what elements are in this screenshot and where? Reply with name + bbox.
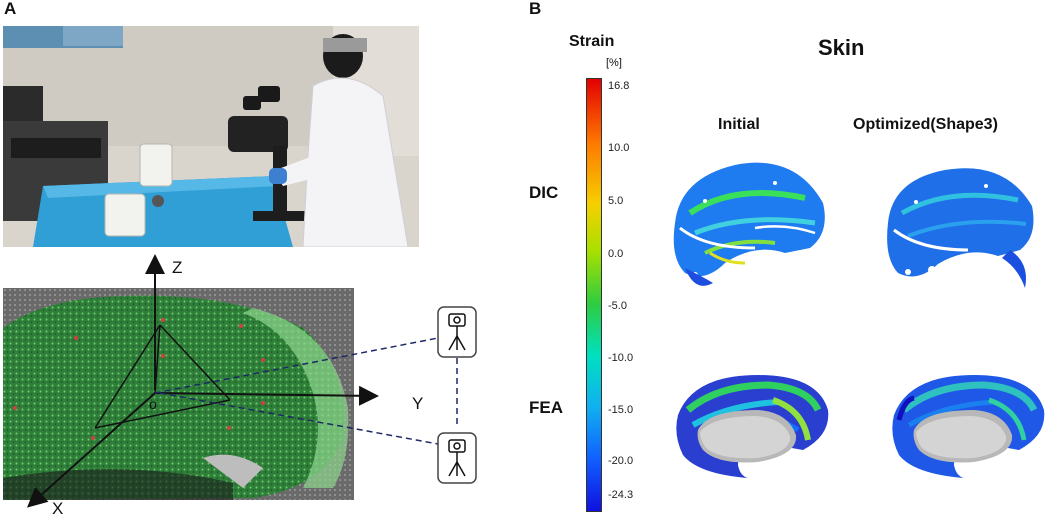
column-label-initial: Initial — [718, 116, 760, 133]
colorbar-title: Strain — [569, 33, 615, 50]
colorbar-tick: 0.0 — [608, 248, 624, 260]
camera-icon — [437, 306, 477, 358]
colorbar-unit: [%] — [606, 57, 622, 69]
colorbar-tick: -20.0 — [608, 455, 634, 467]
colorbar-tick: -24.3 — [608, 489, 634, 501]
colorbar-tick: -10.0 — [608, 352, 634, 364]
colorbar-tick: 16.8 — [608, 80, 630, 92]
strain-colorbar — [586, 78, 602, 512]
axis-origin-label: o — [149, 396, 157, 412]
row-label-dic: DIC — [529, 183, 559, 202]
dic-initial-strain-map — [673, 162, 825, 286]
axis-x-label: X — [52, 499, 64, 518]
row-label-fea: FEA — [529, 398, 563, 417]
column-label-optimized: Optimized(Shape3) — [853, 116, 998, 133]
lab-photo — [3, 26, 419, 247]
skin-title: Skin — [818, 35, 865, 60]
panel-a-label: A — [4, 0, 17, 18]
coordinate-axes — [27, 254, 458, 508]
fea-initial-strain-map — [676, 375, 829, 478]
panel-b-label: B — [529, 0, 542, 18]
camera-icon — [437, 432, 477, 484]
colorbar-tick: -15.0 — [608, 404, 634, 416]
colorbar-tick: 10.0 — [608, 142, 630, 154]
colorbar-tick: -5.0 — [608, 300, 627, 312]
dic-optimized-strain-map — [887, 168, 1034, 288]
axis-z-label: Z — [172, 258, 183, 277]
colorbar-tick: 5.0 — [608, 195, 624, 207]
axis-y-label: Y — [412, 394, 424, 413]
fea-optimized-strain-map — [892, 375, 1045, 478]
